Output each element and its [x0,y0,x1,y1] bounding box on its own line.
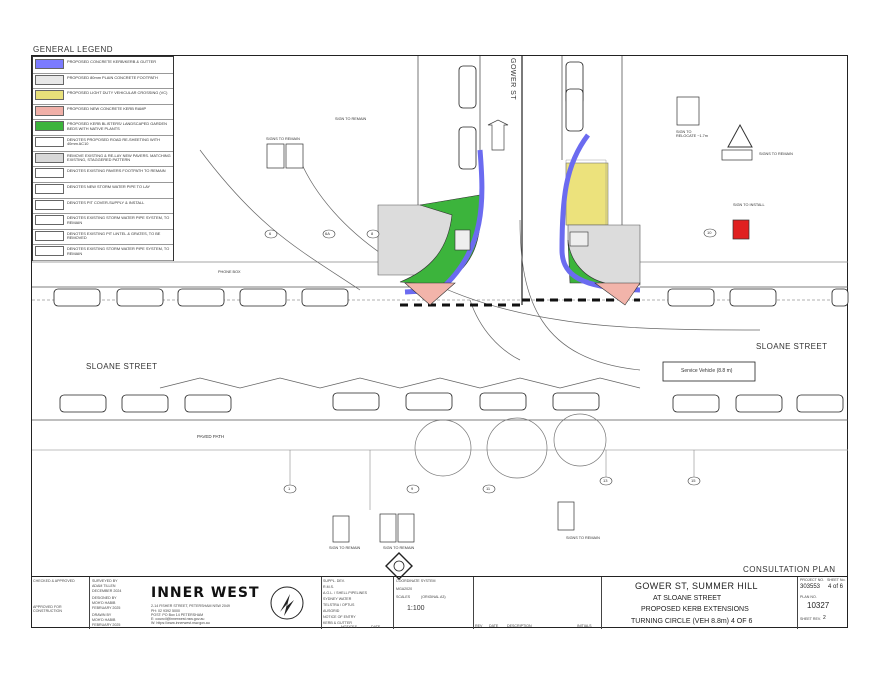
approval-cell: CHECKED & APPROVED APPROVED FOR CONSTRUC… [31,577,90,629]
legend-swatch [35,199,64,210]
phone-box-label: PHONE BOX [218,270,241,274]
legend-swatch [35,152,64,163]
legend-label: DENOTES PIT COVER-SUPPLY & INSTALL [67,199,145,205]
legend-swatch [35,121,64,132]
sign-remain-label: SIGN TO REMAIN [335,117,367,121]
inner-west-logo: INNER WEST [151,585,260,601]
plan-no: 10327 [807,601,830,610]
legend-row: DENOTES EXISTING STORM WATER PIPE SYSTEM… [33,244,173,261]
drawing-title: PROPOSED KERB EXTENSIONS [641,606,749,613]
legend-label: DENOTES EXISTING PIT LINTEL & GRATES, TO… [67,230,161,241]
parked-cars-bottom [59,392,844,413]
legend-label: DENOTES EXISTING STORM WATER PIPE SYSTEM… [67,246,170,256]
legend-label: PROPOSED 80mm PLAIN CONCRETE FOOTPATH [67,74,158,80]
legend-label: DENOTES PROPOSED ROAD RE-SHEETING WITH 4… [67,137,160,147]
legend-swatch [35,168,64,179]
scale-value: 1:100 [407,605,425,612]
service-vehicle [662,361,756,382]
sheet-no: 4 of 6 [828,584,844,590]
left-kerb-extension [377,149,485,306]
general-legend: PROPOSED CONCRETE KERB/KERB & GUTTER PROP… [32,56,174,261]
sloane-street-label-east: SLOANE STREET [756,342,828,351]
sign-remain-bottom-2: SIGN TO REMAIN [383,546,415,550]
property-no: 11 [486,486,491,491]
legend-swatch [35,137,64,148]
legend-row: DENOTES EXISTING PAVERS FOOTPATH TO REMA… [33,166,173,183]
sign-remain-bottom-1: SIGN TO REMAIN [329,546,361,550]
sign-relocate-label: SIGN TO RELOCATE ~1.7m [676,130,708,138]
new-sign [732,219,750,240]
legend-label: PROPOSED KERB BLISTERS/ LANDSCAPED GARDE… [67,121,167,131]
legend-swatch [35,74,64,85]
legend-row: PROPOSED NEW CONCRETE KERB RAMP [33,104,173,121]
gower-st-label: GOWER ST [509,58,516,101]
property-no: 8 [371,231,374,236]
signs-remain-label: SIGNS TO REMAIN [266,137,300,141]
sheet-info-cell: PROJECT NO. SHEET No. 303553 4 of 6 PLAN… [800,578,846,621]
legend-swatch [35,59,64,69]
legend-row: DENOTES PIT COVER-SUPPLY & INSTALL [33,198,173,215]
revision-cell: REV DATE DESCRIPTION INITIALS [473,577,602,629]
project-title: GOWER ST, SUMMER HILL [635,581,758,591]
project-subtitle: AT SLOANE STREET [653,595,722,602]
legend-row: DENOTES NEW STORM WATER PIPE TO LAY [33,182,173,199]
coordinate-cell: COORDINATE SYSTEM MGA2020 SCALES (ORIGIN… [393,577,474,629]
legend-label: DENOTES NEW STORM WATER PIPE TO LAY [67,183,151,189]
services-cell: SUPPL. DEV. R.M.S. A.G.L. / SHELL PIPELI… [321,577,394,629]
sign-install-label: SIGN TO INSTALL [733,203,765,207]
property-no: 1 [288,486,291,491]
legend-row: DENOTES EXISTING STORM WATER PIPE SYSTEM… [33,213,173,230]
legend-label: PROPOSED CONCRETE KERB/KERB & GUTTER [67,59,157,64]
trees [414,413,607,479]
property-no: 13 [603,478,608,483]
legend-row: DENOTES PROPOSED ROAD RE-SHEETING WITH 4… [33,135,173,152]
legend-row: PROPOSED LIGHT DUTY VEHICULAR CROSSING (… [33,88,173,105]
legend-swatch [35,246,64,257]
signs-remain-bottom-3: SIGNS TO REMAIN [566,536,600,540]
property-no: 10 [707,230,712,235]
legend-label: REMOVE EXISTING & RE-LAY NEW PAVERS. MAT… [67,152,171,163]
legend-row: PROPOSED KERB BLISTERS/ LANDSCAPED GARDE… [33,119,173,137]
legend-label: PROPOSED LIGHT DUTY VEHICULAR CROSSING (… [67,90,168,96]
drawing-title-cell: GOWER ST, SUMMER HILL AT SLOANE STREET P… [601,577,798,629]
legend-row: REMOVE EXISTING & RE-LAY NEW PAVERS. MAT… [33,151,173,168]
legend-row: DENOTES EXISTING PIT LINTEL & GRATES, TO… [33,229,173,246]
sloane-street-label-west: SLOANE STREET [86,362,158,371]
legend-swatch [35,90,64,101]
legend-label: PROPOSED NEW CONCRETE KERB RAMP [67,105,147,111]
legend-swatch [35,230,64,241]
project-no: 303553 [800,584,821,590]
property-no: 15 [691,478,696,483]
legend-label: DENOTES EXISTING PAVERS FOOTPATH TO REMA… [67,168,166,174]
legend-swatch [35,105,64,116]
paved-path-label: PAVED PATH [197,434,225,439]
property-no: 9 [411,486,414,491]
property-no: 6 [269,231,272,236]
drawing-subtitle: TURNING CIRCLE (VEH 8.8m) 4 OF 6 [631,618,753,625]
parked-cars-top [53,288,849,307]
right-kerb-extension [559,133,641,306]
legend-label: DENOTES EXISTING STORM WATER PIPE SYSTEM… [67,215,170,225]
signs-remain-label-2: SIGNS TO REMAIN [759,152,793,156]
legend-row: PROPOSED CONCRETE KERB/KERB & GUTTER [33,57,173,74]
service-vehicle-label: Service Vehicle (8.8 m) [681,368,733,374]
legend-row: PROPOSED 80mm PLAIN CONCRETE FOOTPATH [33,73,173,90]
title-block: CHECKED & APPROVED APPROVED FOR CONSTRUC… [31,576,848,629]
property-no: 6A [325,231,330,236]
council-cell: SURVEYED BY ADAM TILLEN DECEMBER 2024 DE… [89,577,322,629]
consultation-plan-label: CONSULTATION PLAN [743,565,836,574]
legend-swatch [35,183,64,194]
drawing-sheet [31,55,848,628]
legend-title: GENERAL LEGEND [33,45,114,54]
legend-swatch [35,215,64,226]
sheet-rev: 2 [823,615,826,621]
